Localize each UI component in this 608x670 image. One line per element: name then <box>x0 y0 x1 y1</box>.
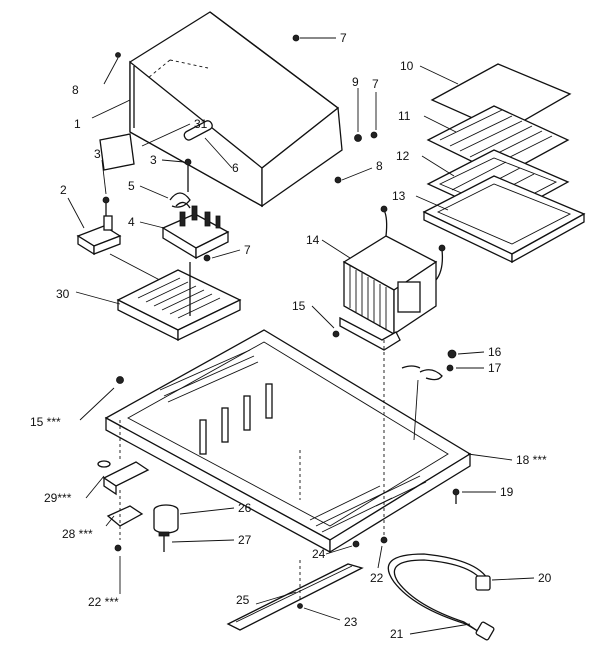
label-20: 20 <box>538 571 552 585</box>
label-21: 21 <box>390 627 404 641</box>
label-24: 24 <box>312 547 326 561</box>
label-22-right: 22 <box>370 571 384 585</box>
insulator-plate <box>99 133 135 171</box>
spring-clip <box>169 192 191 209</box>
outer-cabinet <box>115 11 343 208</box>
label-25: 25 <box>236 593 250 607</box>
label-1: 1 <box>74 117 81 131</box>
label-12: 12 <box>396 149 410 163</box>
label-18: 18 *** <box>516 453 547 467</box>
label-8-right: 8 <box>376 159 383 173</box>
label-7-top: 7 <box>340 31 347 45</box>
label-10: 10 <box>400 59 414 73</box>
label-14: 14 <box>306 233 320 247</box>
label-7-lower: 7 <box>244 243 251 257</box>
label-2: 2 <box>60 183 67 197</box>
label-27: 27 <box>238 533 252 547</box>
label-17: 17 <box>488 361 502 375</box>
rubber-foot <box>153 504 179 534</box>
label-28: 28 *** <box>62 527 93 541</box>
label-9: 9 <box>352 75 359 89</box>
label-15-left: 15 *** <box>30 415 61 429</box>
base-pan <box>104 329 472 554</box>
label-4: 4 <box>128 215 135 229</box>
label-3-mid: 3 <box>150 153 157 167</box>
hinge-assembly <box>97 420 150 552</box>
screw-19 <box>452 488 460 504</box>
control-board <box>116 262 242 342</box>
label-23: 23 <box>344 615 358 629</box>
base-screws <box>116 330 388 609</box>
wire-leads <box>401 349 457 441</box>
label-22-left: 22 *** <box>88 595 119 609</box>
label-11: 11 <box>398 109 411 123</box>
label-13: 13 <box>392 189 406 203</box>
screws <box>102 131 378 262</box>
label-19: 19 <box>500 485 514 499</box>
mounting-bracket <box>76 215 122 256</box>
callout-labels: 8 1 31 3 3 6 5 2 4 7 30 7 9 7 8 10 11 12… <box>30 31 552 641</box>
door-rail <box>226 563 364 631</box>
transformer <box>339 205 446 351</box>
label-7-right: 7 <box>372 77 379 91</box>
label-31: 31 <box>194 117 208 131</box>
label-29: 29*** <box>44 491 72 505</box>
leader-arrows <box>67 37 535 635</box>
bake-pan <box>422 175 586 264</box>
fuse <box>183 120 213 141</box>
label-6: 6 <box>232 161 239 175</box>
label-15-right: 15 <box>292 299 306 313</box>
foot-screw <box>158 531 170 552</box>
label-16: 16 <box>488 345 502 359</box>
label-3-left: 3 <box>94 147 101 161</box>
label-5: 5 <box>128 179 135 193</box>
label-8-left: 8 <box>72 83 79 97</box>
label-26: 26 <box>238 501 252 515</box>
power-cord <box>387 553 495 641</box>
terminal-block <box>161 205 230 260</box>
label-30: 30 <box>56 287 70 301</box>
